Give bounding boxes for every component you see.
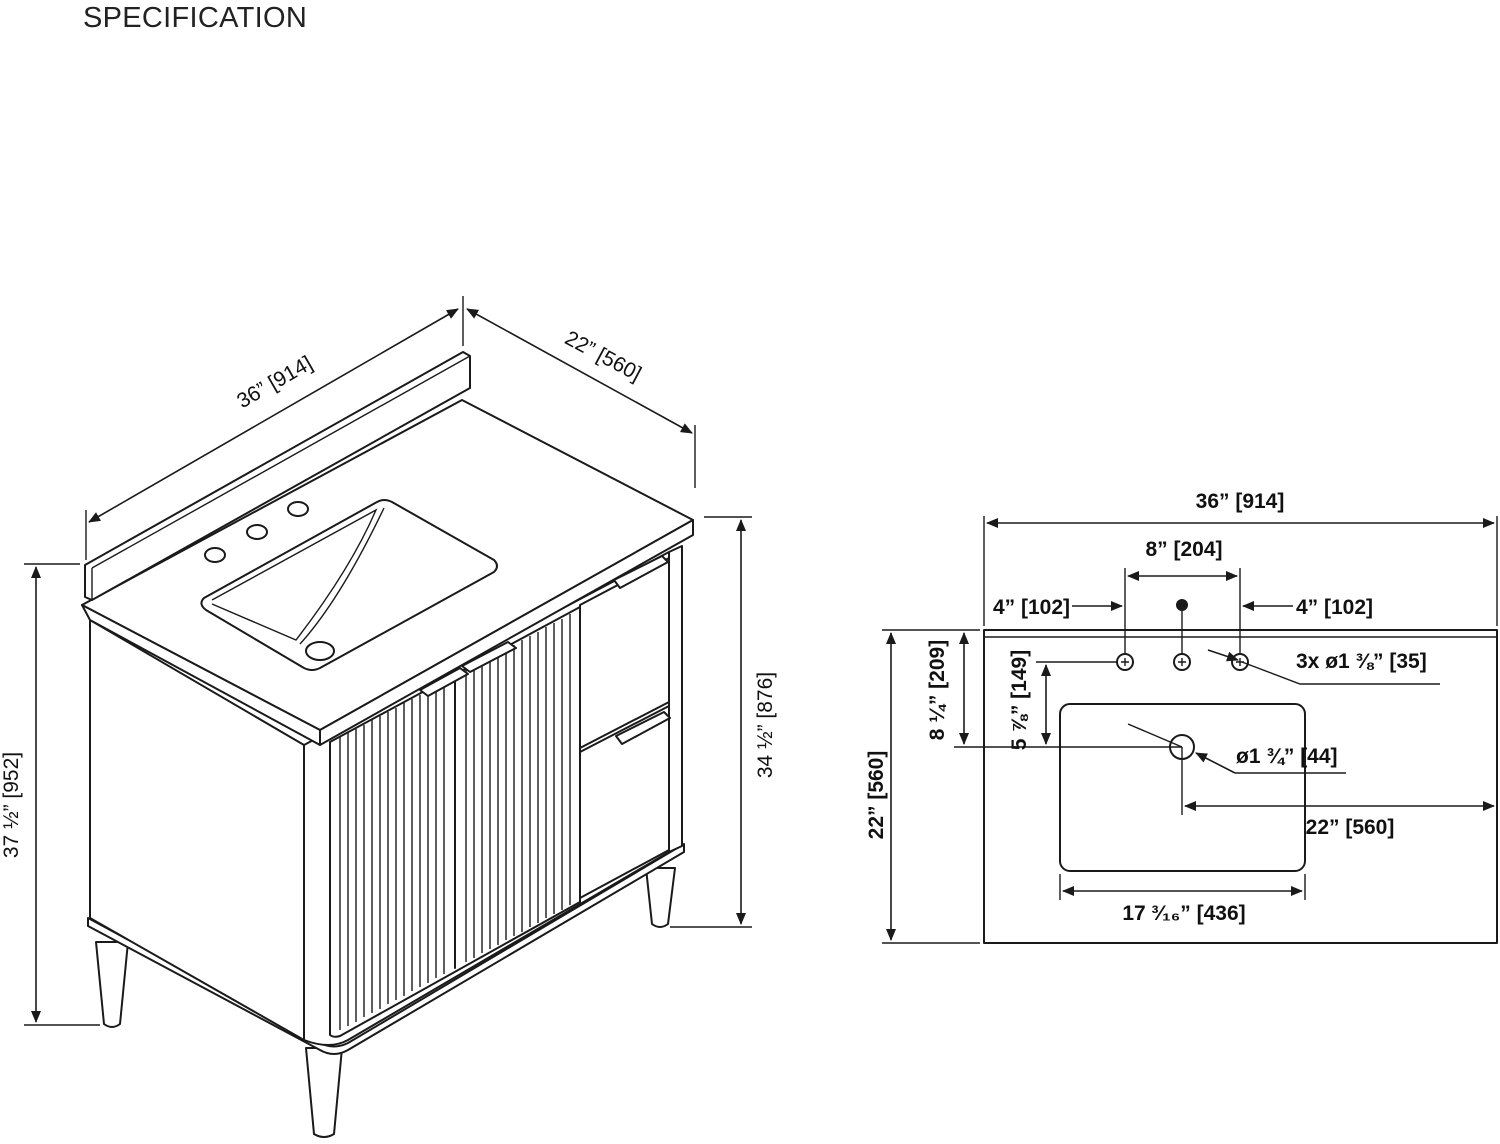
faucet-holes-label: 3x ø1 ⅜” [35] <box>1296 650 1427 673</box>
top-view-drain <box>1127 723 1195 815</box>
vanity-legs <box>95 867 676 1138</box>
top-view-basin <box>1059 703 1306 872</box>
iso-total-height-dimension <box>24 563 100 1026</box>
door-frame <box>329 606 581 1038</box>
drain-leader <box>1195 752 1346 774</box>
iso-depth-dimension <box>466 308 696 488</box>
iso-width-dimension <box>85 296 464 560</box>
iso-depth-label: 22” [560] <box>561 327 645 386</box>
faucet-spread-dimension <box>1124 568 1241 654</box>
holes-to-drain-label: 5 ⅞” [149] <box>1008 650 1031 750</box>
iso-total-height-label: 37 ½” [952] <box>0 752 23 858</box>
top-view: 36” [914] 8” [204] 4” [102] 4” [102] 3x … <box>865 490 1498 944</box>
top-width-dimension <box>983 516 1498 626</box>
isometric-vanity-view: 36” [914] 22” [560] 37 ½” [952] 34 ½” [8… <box>0 296 777 1138</box>
drain-to-right-label: 22” [560] <box>1306 816 1395 839</box>
faucet-holes-leader <box>1207 649 1440 685</box>
top-depth-label: 22” [560] <box>865 751 888 840</box>
top-depth-dimension <box>882 629 980 944</box>
drain-from-back-label: 8 ¼” [209] <box>926 640 949 740</box>
basin-width-dimension <box>1059 874 1306 900</box>
right-offset-label: 4” [102] <box>1296 596 1373 619</box>
fluted-door-slats <box>339 614 571 1030</box>
vanity-front-face <box>303 551 670 1046</box>
top-view-countertop <box>983 629 1498 944</box>
vanity-side-panel <box>668 545 683 853</box>
basin-width-label: 17 ³⁄₁₆” [436] <box>1122 902 1245 925</box>
left-offset-label: 4” [102] <box>993 596 1070 619</box>
drain-label: ø1 ¾” [44] <box>1236 745 1338 768</box>
page-title: SPECIFICATION <box>83 2 308 34</box>
faucet-spread-label: 8” [204] <box>1145 538 1222 561</box>
iso-cabinet-height-dimension <box>670 516 752 928</box>
iso-cabinet-height-label: 34 ½” [876] <box>754 672 777 778</box>
iso-width-label: 36” [914] <box>233 352 316 413</box>
drain-from-back-dimension <box>954 632 1182 748</box>
top-view-faucet-holes <box>1116 599 1249 671</box>
door-handles <box>419 641 517 697</box>
drawers <box>579 555 671 899</box>
top-width-label: 36” [914] <box>1196 490 1285 513</box>
holes-to-drain-dimension <box>1036 661 1117 745</box>
